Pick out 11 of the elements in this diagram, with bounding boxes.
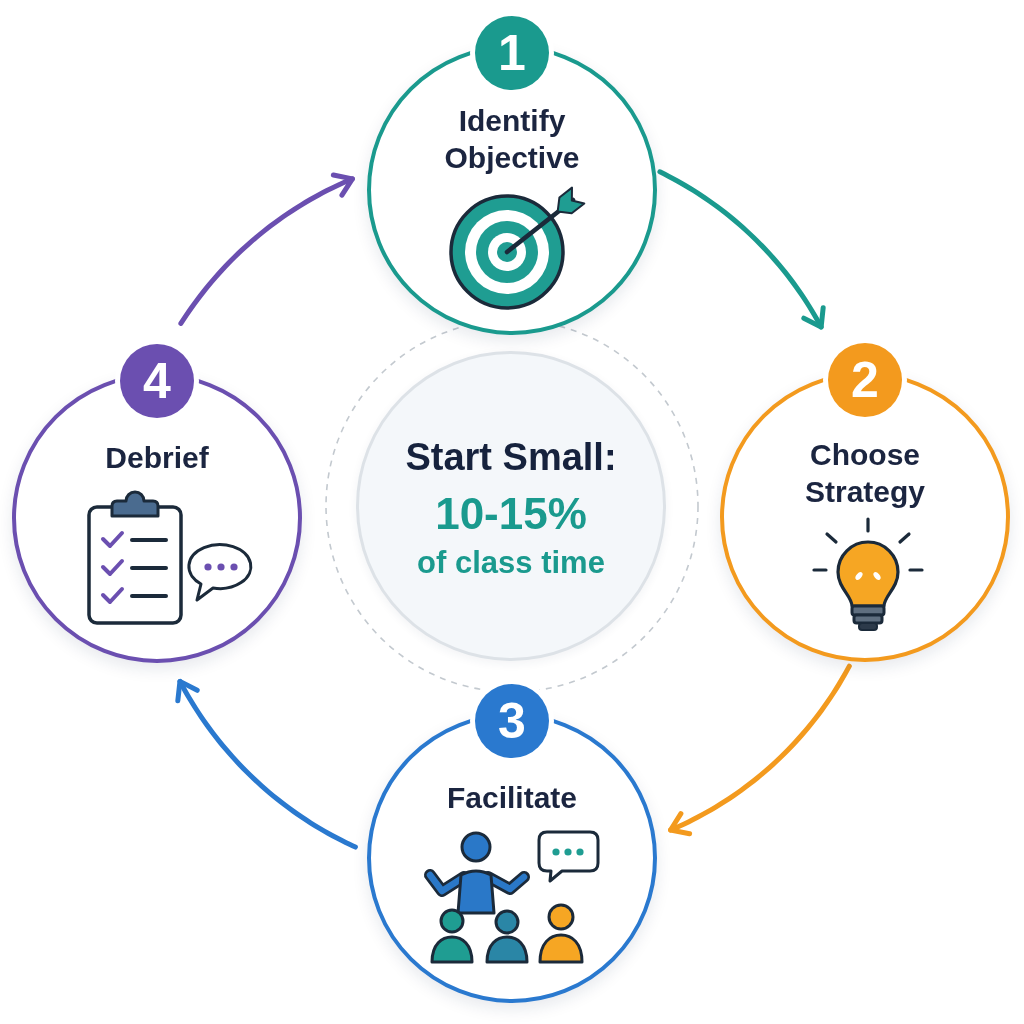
cycle-arrow bbox=[657, 169, 826, 330]
cycle-arrow bbox=[175, 678, 358, 850]
cycle-arrow bbox=[668, 663, 852, 837]
step-title: Facilitate bbox=[446, 780, 578, 816]
step-title: Choose Strategy bbox=[805, 437, 925, 510]
subtitle-text: of class time bbox=[417, 545, 605, 581]
cycle-arrow bbox=[178, 172, 355, 326]
step-title: Identify Objective bbox=[444, 103, 580, 176]
percentage-text: 10-15% bbox=[435, 487, 587, 539]
headline-text: Start Small: bbox=[405, 435, 617, 479]
step-title: Debrief bbox=[105, 440, 209, 476]
